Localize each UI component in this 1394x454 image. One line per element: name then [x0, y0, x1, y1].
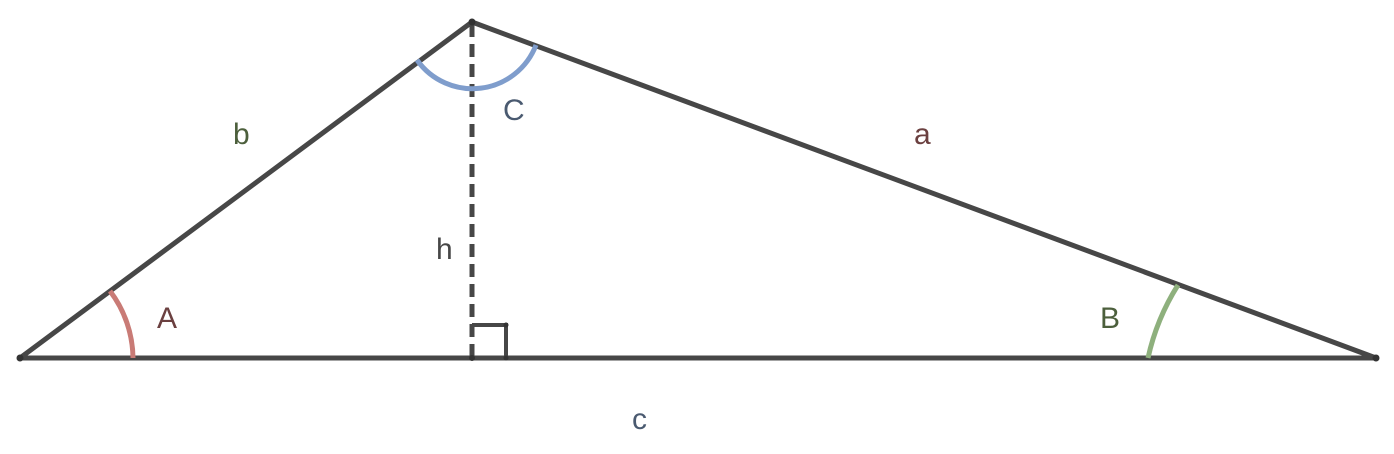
right-angle-end — [503, 355, 509, 361]
side-a-line — [469, 19, 1379, 361]
angle-arc-a — [107, 289, 136, 359]
side-b-line — [17, 19, 475, 361]
side-c-label: c — [632, 403, 647, 436]
vertex-c — [468, 18, 476, 26]
vertex-a — [16, 354, 24, 362]
angle-arc-c — [414, 44, 539, 92]
right-angle-corner — [503, 322, 509, 328]
altitude-label: h — [436, 233, 453, 266]
angle-arc-b — [1145, 283, 1181, 359]
vertex-b — [1372, 354, 1380, 362]
right-angle-marker — [472, 323, 508, 358]
side-a-label: a — [914, 118, 931, 151]
angle-b-label: B — [1100, 302, 1120, 335]
side-b-label: b — [233, 118, 250, 151]
angle-c-label: C — [503, 94, 525, 127]
angle-a-label: A — [157, 302, 177, 335]
altitude-foot — [469, 355, 475, 361]
